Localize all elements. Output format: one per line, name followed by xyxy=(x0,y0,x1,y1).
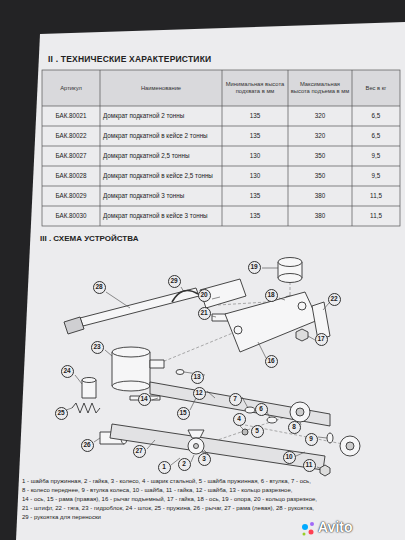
table-cell: 135 xyxy=(222,186,288,206)
table-cell: 380 xyxy=(288,186,352,206)
table-cell: 135 xyxy=(222,206,288,226)
callout-number: 25 xyxy=(55,407,68,420)
table-cell: 11,5 xyxy=(352,206,400,226)
parts-list-line: 14 - ось, 15 - рама (правая), 16 - рычаг… xyxy=(22,496,400,503)
jack-exploded-view xyxy=(64,258,360,477)
callout-number: 24 xyxy=(61,365,74,378)
table-cell: Домкрат подкатной в кейсе 3 тонны xyxy=(100,206,222,226)
callout-number: 11 xyxy=(303,459,316,472)
callout-number: 15 xyxy=(177,407,190,420)
section-heading: III . СХЕМА УСТРОЙСТВА xyxy=(40,234,138,243)
leader-lines xyxy=(66,268,329,468)
callout-number: 3 xyxy=(198,453,211,466)
callout-number: 22 xyxy=(328,293,341,306)
callout-number: 8 xyxy=(288,421,301,434)
callout-number: 2 xyxy=(178,458,191,471)
table-header: Минимальная высота подхвата в мм xyxy=(222,70,288,106)
table-cell: 9,5 xyxy=(352,146,400,166)
table-cell: Домкрат подкатной 2 тонны xyxy=(100,106,222,126)
callout-number: 14 xyxy=(138,393,151,406)
table-cell: 11,5 xyxy=(352,186,400,206)
table-header: Артикул xyxy=(42,70,100,106)
table-cell: 9,5 xyxy=(352,166,400,186)
callout-number: 20 xyxy=(198,289,211,302)
table-cell: Домкрат подкатной 3 тонны xyxy=(100,186,222,206)
table-grid xyxy=(42,70,400,226)
table-cell: 130 xyxy=(222,166,288,186)
table-cell: 320 xyxy=(288,126,352,146)
callout-number: 12 xyxy=(193,387,206,400)
table-cell: 135 xyxy=(222,126,288,146)
table-cell: БАК.80028 xyxy=(42,166,100,186)
callout-number: 26 xyxy=(81,439,94,452)
table-cell: 130 xyxy=(222,146,288,166)
watermark: Avito xyxy=(318,519,352,535)
callout-number: 29 xyxy=(168,275,181,288)
callout-number: 19 xyxy=(248,261,261,274)
table-cell: БАК.80029 xyxy=(42,186,100,206)
table-cell: БАК.80022 xyxy=(42,126,100,146)
table-cell: Домкрат подкатной в кейсе 2 тонны xyxy=(100,126,222,146)
callout-number: 23 xyxy=(91,341,104,354)
table-cell: БАК.80021 xyxy=(42,106,100,126)
table-cell: 350 xyxy=(288,166,352,186)
callout-number: 5 xyxy=(251,425,264,438)
table-cell: Домкрат подкатной 2,5 тонны xyxy=(100,146,222,166)
table-cell: 135 xyxy=(222,106,288,126)
parts-list-line: 1 - шайба пружинная, 2 - гайка, 3 - коле… xyxy=(22,478,400,485)
callout-number: 4 xyxy=(233,413,246,426)
callout-number: 16 xyxy=(265,355,278,368)
callout-number: 28 xyxy=(93,281,106,294)
table-cell: 6,5 xyxy=(352,126,400,146)
callout-number: 27 xyxy=(133,445,146,458)
table-cell: 380 xyxy=(288,206,352,226)
callout-number: 6 xyxy=(255,403,268,416)
parts-list-line: 8 - колесо переднее, 9 - втулка колеса, … xyxy=(22,487,400,494)
callout-number: 17 xyxy=(315,333,328,346)
table-header: Наименование xyxy=(100,70,222,106)
parts-list-line: 21 - штифт, 22 - тяга, 23 - гидроблок, 2… xyxy=(22,505,400,512)
callout-number: 1 xyxy=(158,461,171,474)
callout-number: 10 xyxy=(283,451,296,464)
callout-number: 21 xyxy=(198,307,211,320)
table-header: Вес в кг xyxy=(352,70,400,106)
table-cell: БАК.80030 xyxy=(42,206,100,226)
table-cell: 350 xyxy=(288,146,352,166)
table-cell: Домкрат подкатной в кейсе 2,5 тонны xyxy=(100,166,222,186)
callout-number: 18 xyxy=(265,289,278,302)
page-heading: II . ТЕХНИЧЕСКИЕ ХАРАКТЕРИСТИКИ xyxy=(48,54,211,64)
callout-number: 9 xyxy=(305,433,318,446)
table-cell: 320 xyxy=(288,106,352,126)
table-cell: БАК.80027 xyxy=(42,146,100,166)
watermark-logo xyxy=(302,522,314,536)
callout-number: 13 xyxy=(191,371,204,384)
callout-number: 7 xyxy=(229,393,242,406)
table-cell: 6,5 xyxy=(352,106,400,126)
paper-sheet xyxy=(16,22,405,540)
table-header: Максимальная высота подъема в мм xyxy=(288,70,352,106)
